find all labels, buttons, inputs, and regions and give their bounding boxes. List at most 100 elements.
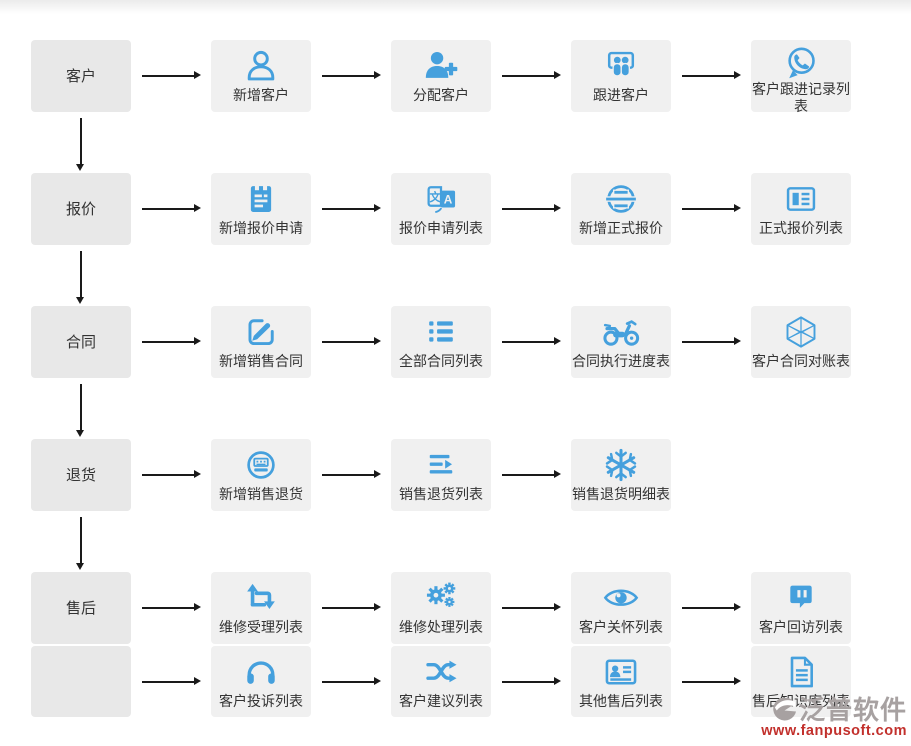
- memo-note-icon: [243, 178, 279, 220]
- node-label: 客户关怀列表: [579, 619, 663, 635]
- flow-arrow: [682, 604, 741, 611]
- down-arrow: [77, 384, 84, 437]
- node-label: 全部合同列表: [399, 353, 483, 369]
- node-label: 新增销售合同: [219, 353, 303, 369]
- fanpu-logo-icon: [772, 697, 797, 723]
- node-label: 新增正式报价: [579, 220, 663, 236]
- flow-node-repair-process-list[interactable]: 维修处理列表: [391, 572, 491, 644]
- node-label: 维修受理列表: [219, 619, 303, 635]
- flow-arrow: [322, 471, 381, 478]
- flow-node-quote-request-list[interactable]: 文 A 报价申请列表: [391, 173, 491, 245]
- stage-box-empty: [31, 646, 131, 717]
- node-label: 销售退货明细表: [572, 486, 670, 502]
- flow-node-follow-customer[interactable]: 跟进客户: [571, 40, 671, 112]
- node-label: 其他售后列表: [579, 693, 663, 709]
- flow-arrow: [322, 338, 381, 345]
- node-label: 分配客户: [413, 87, 469, 103]
- watermark-url: www.fanpusoft.com: [761, 723, 907, 739]
- node-label: 跟进客户: [593, 87, 649, 103]
- svg-text:文: 文: [430, 190, 442, 204]
- flow-node-add-quote-request[interactable]: 新增报价申请: [211, 173, 311, 245]
- flow-arrow: [322, 678, 381, 685]
- down-arrow: [77, 517, 84, 570]
- flow-node-customer-care-list[interactable]: 客户关怀列表: [571, 572, 671, 644]
- codepen-cube-icon: [783, 311, 819, 353]
- flow-node-followup-record-list[interactable]: 客户跟进记录列表: [751, 40, 851, 114]
- whatsapp-icon: [783, 45, 819, 81]
- user-outline-icon: [243, 45, 279, 87]
- loop-arrows-icon: [243, 577, 279, 619]
- flow-arrow: [502, 72, 561, 79]
- flow-node-add-sales-contract[interactable]: 新增销售合同: [211, 306, 311, 378]
- flow-node-sales-return-detail[interactable]: 销售退货明细表: [571, 439, 671, 511]
- flow-node-other-aftersales-list[interactable]: 其他售后列表: [571, 646, 671, 717]
- snowflake-icon: [603, 444, 639, 486]
- flow-node-formal-quote-list[interactable]: 正式报价列表: [751, 173, 851, 245]
- node-label: 销售退货列表: [399, 486, 483, 502]
- stage-label: 客户: [65, 67, 96, 85]
- newspaper-icon: [783, 178, 819, 220]
- list-ul-icon: [423, 311, 459, 353]
- headphones-icon: [243, 651, 279, 693]
- shuffle-icon: [423, 651, 459, 693]
- node-label: 新增客户: [233, 87, 289, 103]
- motorcycle-icon: [602, 311, 640, 353]
- top-shade: [0, 0, 911, 14]
- node-label: 合同执行进度表: [572, 353, 670, 369]
- stage-label: 报价: [65, 200, 96, 218]
- flow-node-aftersales-knowledge-list[interactable]: 售后知识库列表: [751, 646, 851, 717]
- flow-node-all-contract-list[interactable]: 全部合同列表: [391, 306, 491, 378]
- flow-node-customer-revisit-list[interactable]: 客户回访列表: [751, 572, 851, 644]
- watermark: 泛普软件 www.fanpusoft.com: [761, 697, 907, 739]
- node-label: 客户合同对账表: [752, 353, 850, 369]
- language-translate-icon: 文 A: [423, 178, 459, 220]
- flow-arrow: [142, 72, 201, 79]
- circle-bars-icon: [603, 178, 639, 220]
- user-plus-icon: [423, 45, 459, 87]
- flow-node-add-sales-return[interactable]: 新增销售退货: [211, 439, 311, 511]
- flow-node-sales-return-list[interactable]: 销售退货列表: [391, 439, 491, 511]
- node-label: 正式报价列表: [759, 220, 843, 236]
- stage-box-customer: 客户: [31, 40, 131, 112]
- circle-keyboard-icon: [243, 444, 279, 486]
- flow-arrow: [502, 604, 561, 611]
- flow-arrow: [502, 205, 561, 212]
- flow-arrow: [322, 205, 381, 212]
- flow-arrow: [142, 678, 201, 685]
- flow-arrow: [502, 471, 561, 478]
- watermark-brand: 泛普软件: [798, 695, 907, 725]
- stage-box-contract: 合同: [31, 306, 131, 378]
- flow-node-repair-accept-list[interactable]: 维修受理列表: [211, 572, 311, 644]
- flow-node-add-customer[interactable]: 新增客户: [211, 40, 311, 112]
- flow-node-contract-reconciliation[interactable]: 客户合同对账表: [751, 306, 851, 378]
- flow-arrow: [682, 338, 741, 345]
- flow-arrow: [682, 678, 741, 685]
- flow-node-assign-customer[interactable]: 分配客户: [391, 40, 491, 112]
- flow-node-contract-progress[interactable]: 合同执行进度表: [571, 306, 671, 378]
- stage-label: 售后: [65, 599, 96, 617]
- flow-arrow: [142, 471, 201, 478]
- node-label: 客户跟进记录列表: [752, 81, 850, 114]
- id-card-icon: [603, 651, 639, 693]
- node-label: 报价申请列表: [399, 220, 483, 236]
- file-text-icon: [783, 651, 819, 693]
- stage-box-aftersales: 售后: [31, 572, 131, 644]
- down-arrow: [77, 118, 84, 171]
- flow-node-customer-complaint-list[interactable]: 客户投诉列表: [211, 646, 311, 717]
- stage-label: 合同: [65, 333, 96, 351]
- twitch-bubble-icon: [783, 577, 819, 619]
- flow-arrow: [142, 205, 201, 212]
- flow-arrow: [322, 72, 381, 79]
- flow-node-customer-suggestion-list[interactable]: 客户建议列表: [391, 646, 491, 717]
- flow-arrow: [682, 205, 741, 212]
- slideshare-people-icon: [603, 45, 639, 87]
- svg-text:A: A: [444, 192, 453, 206]
- flow-arrow: [502, 678, 561, 685]
- node-label: 维修处理列表: [399, 619, 483, 635]
- lines-arrow-icon: [423, 444, 459, 486]
- stage-label: 退货: [65, 466, 96, 484]
- node-label: 客户回访列表: [759, 619, 843, 635]
- flow-node-add-formal-quote[interactable]: 新增正式报价: [571, 173, 671, 245]
- stage-box-quote: 报价: [31, 173, 131, 245]
